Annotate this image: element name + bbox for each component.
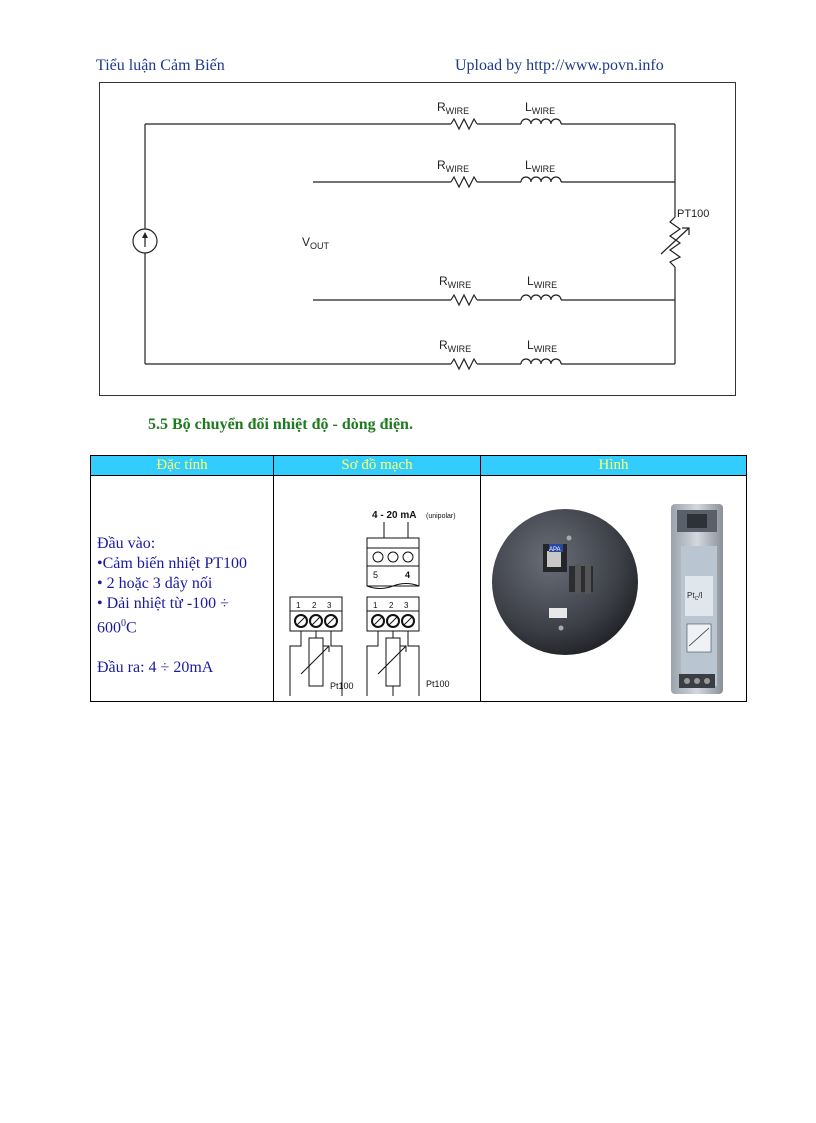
pt100-label: PT100	[677, 208, 709, 220]
col-header-characteristics: Đặc tính	[90, 455, 274, 476]
r-wire-resistor-4	[450, 357, 478, 371]
svg-text:2: 2	[312, 601, 317, 610]
svg-text:3: 3	[327, 601, 332, 610]
spec-table: Đặc tính Sơ đồ mạch Hình Đầu vào: •Cảm b…	[90, 455, 747, 704]
svg-text:LWIRE: LWIRE	[525, 100, 555, 116]
svg-text:RWIRE: RWIRE	[439, 338, 471, 354]
svg-text:RWIRE: RWIRE	[439, 274, 471, 290]
four-wire-pt100-circuit: RWIRE LWIRE RWIRE LWIRE RWIRE LWIRE RWIR…	[99, 82, 736, 396]
current-label: 4 - 20 mA	[372, 510, 416, 521]
product-photo: APA PtC/I	[492, 504, 723, 694]
svg-text:2: 2	[389, 601, 394, 610]
output-spec: Đầu ra: 4 ÷ 20mA	[97, 659, 214, 677]
col-header-circuit: Sơ đồ mạch	[273, 455, 481, 476]
svg-text:3: 3	[404, 601, 409, 610]
svg-text:LWIRE: LWIRE	[527, 338, 557, 354]
sensor-label-right: Pt100	[426, 679, 450, 689]
svg-text:5: 5	[373, 570, 378, 580]
rail-label: PtC/I	[687, 591, 703, 602]
spec-cell: Đầu vào: •Cảm biến nhiệt PT100 • 2 hoặc …	[90, 475, 274, 702]
svg-text:RWIRE: RWIRE	[437, 158, 469, 174]
svg-text:RWIRE: RWIRE	[437, 100, 469, 116]
col-header-image: Hình	[480, 455, 747, 476]
r-wire-resistor-2	[450, 175, 478, 189]
spec-bullet-range: • Dải nhiệt từ -100 ÷	[97, 595, 229, 612]
l-wire-inductor-4	[520, 358, 562, 365]
transmitter-head	[492, 509, 638, 655]
svg-text:4: 4	[405, 570, 410, 580]
r-wire-resistor-1	[450, 117, 478, 131]
head-logo: APA	[549, 547, 561, 553]
spec-bullet-sensor: •Cảm biến nhiệt PT100	[97, 555, 248, 572]
pt100-resistor	[668, 216, 682, 268]
spec-range-max: 6000C	[97, 618, 137, 637]
l-wire-inductor-2	[520, 176, 562, 183]
header-upload-credit: Upload by http://www.povn.info	[455, 57, 664, 74]
svg-text:1: 1	[373, 601, 378, 610]
section-title: 5.5 Bộ chuyển đổi nhiệt độ - dòng điện.	[148, 416, 413, 433]
sensor-label-left: Pt100	[330, 681, 354, 691]
input-title: Đầu vào:	[97, 535, 156, 552]
current-note: (unipolar)	[426, 513, 456, 520]
photo-cell: APA PtC/I	[480, 475, 747, 702]
l-wire-inductor-1	[520, 118, 562, 125]
svg-text:LWIRE: LWIRE	[527, 274, 557, 290]
svg-text:LWIRE: LWIRE	[525, 158, 555, 174]
spec-bullet-wires: • 2 hoặc 3 dây nối	[97, 575, 213, 592]
wiring-diagram: 4 - 20 mA (unipolar)	[289, 510, 456, 704]
l-wire-inductor-3	[520, 294, 562, 301]
diagram-cell: 4 - 20 mA (unipolar)	[273, 475, 481, 704]
r-wire-resistor-3	[450, 293, 478, 307]
svg-text:1: 1	[296, 601, 301, 610]
vout-label: VOUT	[302, 235, 330, 251]
pt100-arrow	[660, 227, 690, 255]
header-left-title: Tiểu luận Cảm Biến	[96, 57, 225, 74]
